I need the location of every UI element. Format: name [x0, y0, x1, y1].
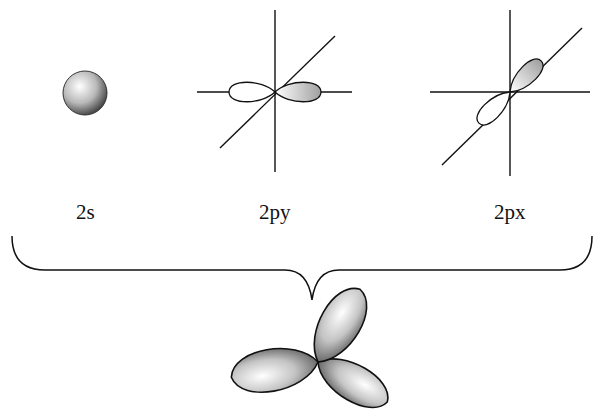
- px-axes: [430, 10, 590, 176]
- s-orbital: [63, 71, 107, 115]
- py-orbital: [229, 82, 321, 102]
- px-orbital: [473, 55, 548, 130]
- brace: [12, 236, 592, 300]
- orbital-label: 2px: [494, 202, 526, 223]
- orbital-label: 2py: [259, 202, 291, 223]
- orbital-label: 2s: [76, 202, 95, 223]
- py-axes: [197, 10, 352, 172]
- sp2-hybrid: [228, 279, 397, 417]
